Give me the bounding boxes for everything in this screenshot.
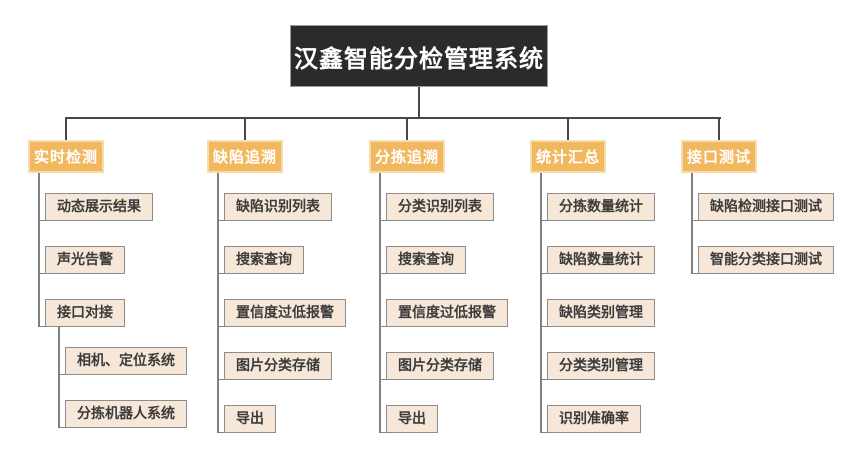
tree-branch: 图片分类存储 xyxy=(217,327,346,380)
branch-node[interactable]: 统计汇总 xyxy=(530,140,606,173)
leaf-node[interactable]: 缺陷类别管理 xyxy=(547,299,655,327)
leaf-node[interactable]: 图片分类存储 xyxy=(224,352,332,380)
leaf-node[interactable]: 图片分类存储 xyxy=(386,352,494,380)
tree-branch: 分类类别管理 xyxy=(540,327,655,380)
tree-branch: 导出 xyxy=(217,380,346,433)
branch-node[interactable]: 分拣追溯 xyxy=(369,140,445,173)
leaf-node[interactable]: 分类识别列表 xyxy=(386,193,494,221)
tree-branch: 缺陷数量统计 xyxy=(540,221,655,274)
branch-node[interactable]: 缺陷追溯 xyxy=(207,140,283,173)
leaf-node[interactable]: 导出 xyxy=(386,405,438,433)
tree-branch: 相机、定位系统 xyxy=(58,327,187,375)
connector-branch-stub xyxy=(65,117,67,140)
leaf-node[interactable]: 搜索查询 xyxy=(224,246,304,274)
tree-branch: 接口对接相机、定位系统分拣机器人系统 xyxy=(38,274,187,428)
tree-branch: 分类识别列表 xyxy=(379,173,508,221)
tree-branch: 搜索查询 xyxy=(217,221,346,274)
tree-branch: 导出 xyxy=(379,380,508,433)
tree-branch: 智能分类接口测试 xyxy=(691,221,834,274)
branch-column: 实时检测动态展示结果声光告警接口对接相机、定位系统分拣机器人系统 xyxy=(28,140,187,428)
root-topic[interactable]: 汉鑫智能分检管理系统 xyxy=(290,25,548,87)
children-list: 分类识别列表搜索查询置信度过低报警图片分类存储导出 xyxy=(369,173,508,433)
children-list: 缺陷检测接口测试智能分类接口测试 xyxy=(681,173,834,274)
tree-branch: 分拣数量统计 xyxy=(540,173,655,221)
leaf-node[interactable]: 搜索查询 xyxy=(386,246,466,274)
tree-branch: 缺陷检测接口测试 xyxy=(691,173,834,221)
branch-column: 接口测试缺陷检测接口测试智能分类接口测试 xyxy=(681,140,834,274)
leaf-node[interactable]: 缺陷检测接口测试 xyxy=(698,193,834,221)
tree-branch: 置信度过低报警 xyxy=(217,274,346,327)
tree-branch: 声光告警 xyxy=(38,221,187,274)
tree-branch: 搜索查询 xyxy=(379,221,508,274)
children-list: 缺陷识别列表搜索查询置信度过低报警图片分类存储导出 xyxy=(207,173,346,433)
leaf-node[interactable]: 相机、定位系统 xyxy=(65,347,187,375)
children-list: 动态展示结果声光告警接口对接相机、定位系统分拣机器人系统 xyxy=(28,173,187,428)
children-list: 相机、定位系统分拣机器人系统 xyxy=(45,327,187,428)
branch-node[interactable]: 实时检测 xyxy=(28,140,104,173)
leaf-node[interactable]: 分拣机器人系统 xyxy=(65,400,187,428)
leaf-node[interactable]: 分拣数量统计 xyxy=(547,193,655,221)
children-list: 分拣数量统计缺陷数量统计缺陷类别管理分类类别管理识别准确率 xyxy=(530,173,655,433)
branch-column: 统计汇总分拣数量统计缺陷数量统计缺陷类别管理分类类别管理识别准确率 xyxy=(530,140,655,433)
leaf-node[interactable]: 缺陷识别列表 xyxy=(224,193,332,221)
connector-root-drop xyxy=(418,87,420,117)
branch-node[interactable]: 接口测试 xyxy=(681,140,757,173)
tree-branch: 置信度过低报警 xyxy=(379,274,508,327)
leaf-node[interactable]: 识别准确率 xyxy=(547,405,641,433)
tree-branch: 缺陷类别管理 xyxy=(540,274,655,327)
leaf-node[interactable]: 置信度过低报警 xyxy=(386,299,508,327)
connector-branch-stub xyxy=(567,117,569,140)
connector-main-rail xyxy=(66,117,721,119)
tree-branch: 图片分类存储 xyxy=(379,327,508,380)
leaf-node[interactable]: 动态展示结果 xyxy=(45,193,153,221)
leaf-node[interactable]: 接口对接 xyxy=(45,299,125,327)
tree-branch: 识别准确率 xyxy=(540,380,655,433)
tree-branch: 缺陷识别列表 xyxy=(217,173,346,221)
leaf-node[interactable]: 声光告警 xyxy=(45,246,125,274)
connector-branch-stub xyxy=(406,117,408,140)
leaf-node[interactable]: 缺陷数量统计 xyxy=(547,246,655,274)
branch-column: 分拣追溯分类识别列表搜索查询置信度过低报警图片分类存储导出 xyxy=(369,140,508,433)
connector-branch-stub xyxy=(718,117,720,140)
leaf-node[interactable]: 分类类别管理 xyxy=(547,352,655,380)
leaf-node[interactable]: 导出 xyxy=(224,405,276,433)
connector-branch-stub xyxy=(244,117,246,140)
leaf-node[interactable]: 置信度过低报警 xyxy=(224,299,346,327)
tree-branch: 分拣机器人系统 xyxy=(58,375,187,428)
branch-column: 缺陷追溯缺陷识别列表搜索查询置信度过低报警图片分类存储导出 xyxy=(207,140,346,433)
tree-branch: 动态展示结果 xyxy=(38,173,187,221)
leaf-node[interactable]: 智能分类接口测试 xyxy=(698,246,834,274)
